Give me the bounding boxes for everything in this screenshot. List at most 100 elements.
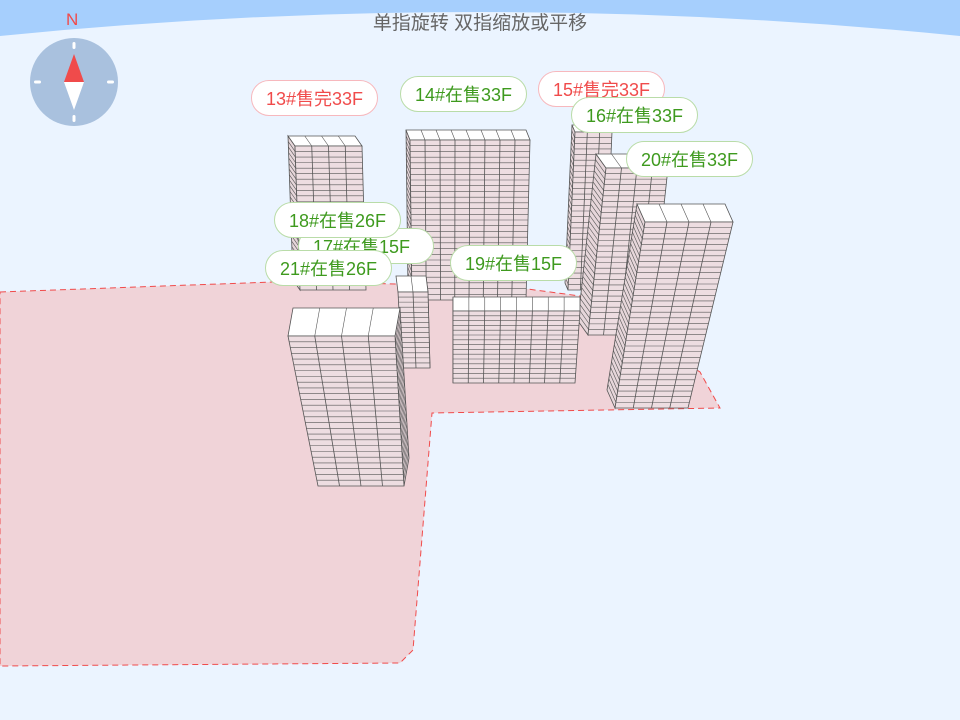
floor-line: [397, 354, 404, 383]
building-label-20[interactable]: 20#在售33F: [626, 141, 754, 177]
building-18[interactable]: [287, 307, 410, 487]
floor-line: [467, 310, 470, 384]
floor-line: [571, 136, 575, 144]
floor-line: [314, 335, 340, 487]
floor-line: [289, 174, 297, 185]
floor-line: [407, 267, 412, 278]
floor-line: [612, 356, 621, 375]
floor-line: [570, 158, 574, 166]
floor-line: [405, 141, 411, 152]
floor-line: [399, 394, 406, 423]
building-label-19[interactable]: 19#在售15F: [450, 245, 578, 281]
floor-line: [579, 131, 588, 291]
floor-line: [405, 147, 411, 158]
floor-line: [630, 243, 639, 262]
floor-line: [584, 254, 596, 269]
floor-line: [614, 339, 624, 358]
floor-line: [584, 259, 595, 274]
floor-line: [396, 331, 402, 360]
floor-line: [633, 226, 642, 245]
north-label: N: [66, 10, 79, 29]
floor-line: [483, 310, 486, 384]
floor-line: [586, 237, 598, 252]
floor-line: [568, 186, 573, 195]
floor-line: [495, 129, 501, 141]
floor-line: [513, 310, 517, 384]
building-17[interactable]: [395, 275, 431, 369]
floor-line: [341, 307, 347, 337]
floor-line: [625, 271, 635, 290]
floor-line: [633, 220, 643, 240]
floor-line: [406, 152, 411, 163]
floor-line: [399, 388, 406, 417]
building-label-14[interactable]: 14#在售33F: [400, 76, 528, 112]
floor-line: [611, 361, 620, 380]
floor-line: [367, 307, 374, 337]
floor-line: [569, 175, 574, 183]
floor-line: [402, 440, 409, 469]
floor-line: [626, 265, 636, 285]
floor-line: [631, 237, 640, 256]
floor-line: [399, 382, 405, 412]
floor-line: [367, 335, 383, 487]
floor-line: [405, 135, 411, 146]
floor-line: [528, 310, 533, 384]
building-label-13[interactable]: 13#售完33F: [251, 80, 379, 116]
floor-line: [400, 406, 407, 435]
floor-line: [591, 192, 603, 208]
building-19[interactable]: [452, 296, 581, 384]
floor-line: [397, 348, 403, 377]
floor-line: [619, 310, 629, 330]
floor-line: [406, 209, 412, 221]
compass-icon[interactable]: [30, 38, 118, 126]
floor-line: [401, 417, 407, 446]
floor-line: [620, 305, 629, 324]
floor-line: [570, 153, 575, 161]
floor-line: [406, 158, 411, 169]
building-label-21[interactable]: 21#在售26F: [265, 250, 393, 286]
floor-line: [568, 203, 572, 212]
building-20[interactable]: [606, 202, 734, 410]
floor-line: [396, 336, 403, 365]
floor-line: [289, 180, 297, 191]
floor-line: [580, 298, 591, 313]
floor-line: [603, 167, 622, 336]
floor-line: [314, 307, 321, 337]
floor-line: [588, 220, 600, 235]
floor-line: [569, 170, 574, 178]
floor-line: [406, 215, 412, 226]
floor-line: [589, 209, 601, 224]
floor-line: [288, 146, 296, 158]
floor-line: [702, 203, 712, 223]
floor-line: [410, 275, 414, 293]
floor-line: [400, 411, 407, 440]
floor-line: [595, 159, 606, 174]
floor-line: [585, 248, 597, 263]
floor-line: [632, 232, 641, 251]
floor-line: [567, 209, 572, 217]
floor-line: [590, 203, 601, 219]
floor-line: [593, 176, 604, 191]
floor-line: [580, 292, 592, 308]
floor-line: [288, 152, 296, 163]
floor-line: [578, 315, 589, 330]
floor-line: [304, 135, 312, 147]
floor-line: [398, 377, 405, 406]
floor-line: [406, 192, 412, 203]
floor-line: [406, 187, 411, 198]
sky-arc: [0, 0, 960, 36]
floor-line: [613, 350, 622, 369]
floor-line: [341, 335, 362, 487]
building-label-18[interactable]: 18#在售26F: [274, 202, 402, 238]
floor-line: [581, 287, 592, 302]
floor-line: [498, 310, 502, 384]
floor-line: [510, 129, 516, 141]
building-label-16[interactable]: 16#在售33F: [571, 97, 699, 133]
floor-line: [583, 270, 594, 286]
floor-line: [635, 209, 645, 228]
floor-line: [406, 164, 411, 175]
floor-line: [406, 169, 411, 181]
floor-line: [450, 129, 456, 141]
floor-line: [480, 129, 486, 141]
